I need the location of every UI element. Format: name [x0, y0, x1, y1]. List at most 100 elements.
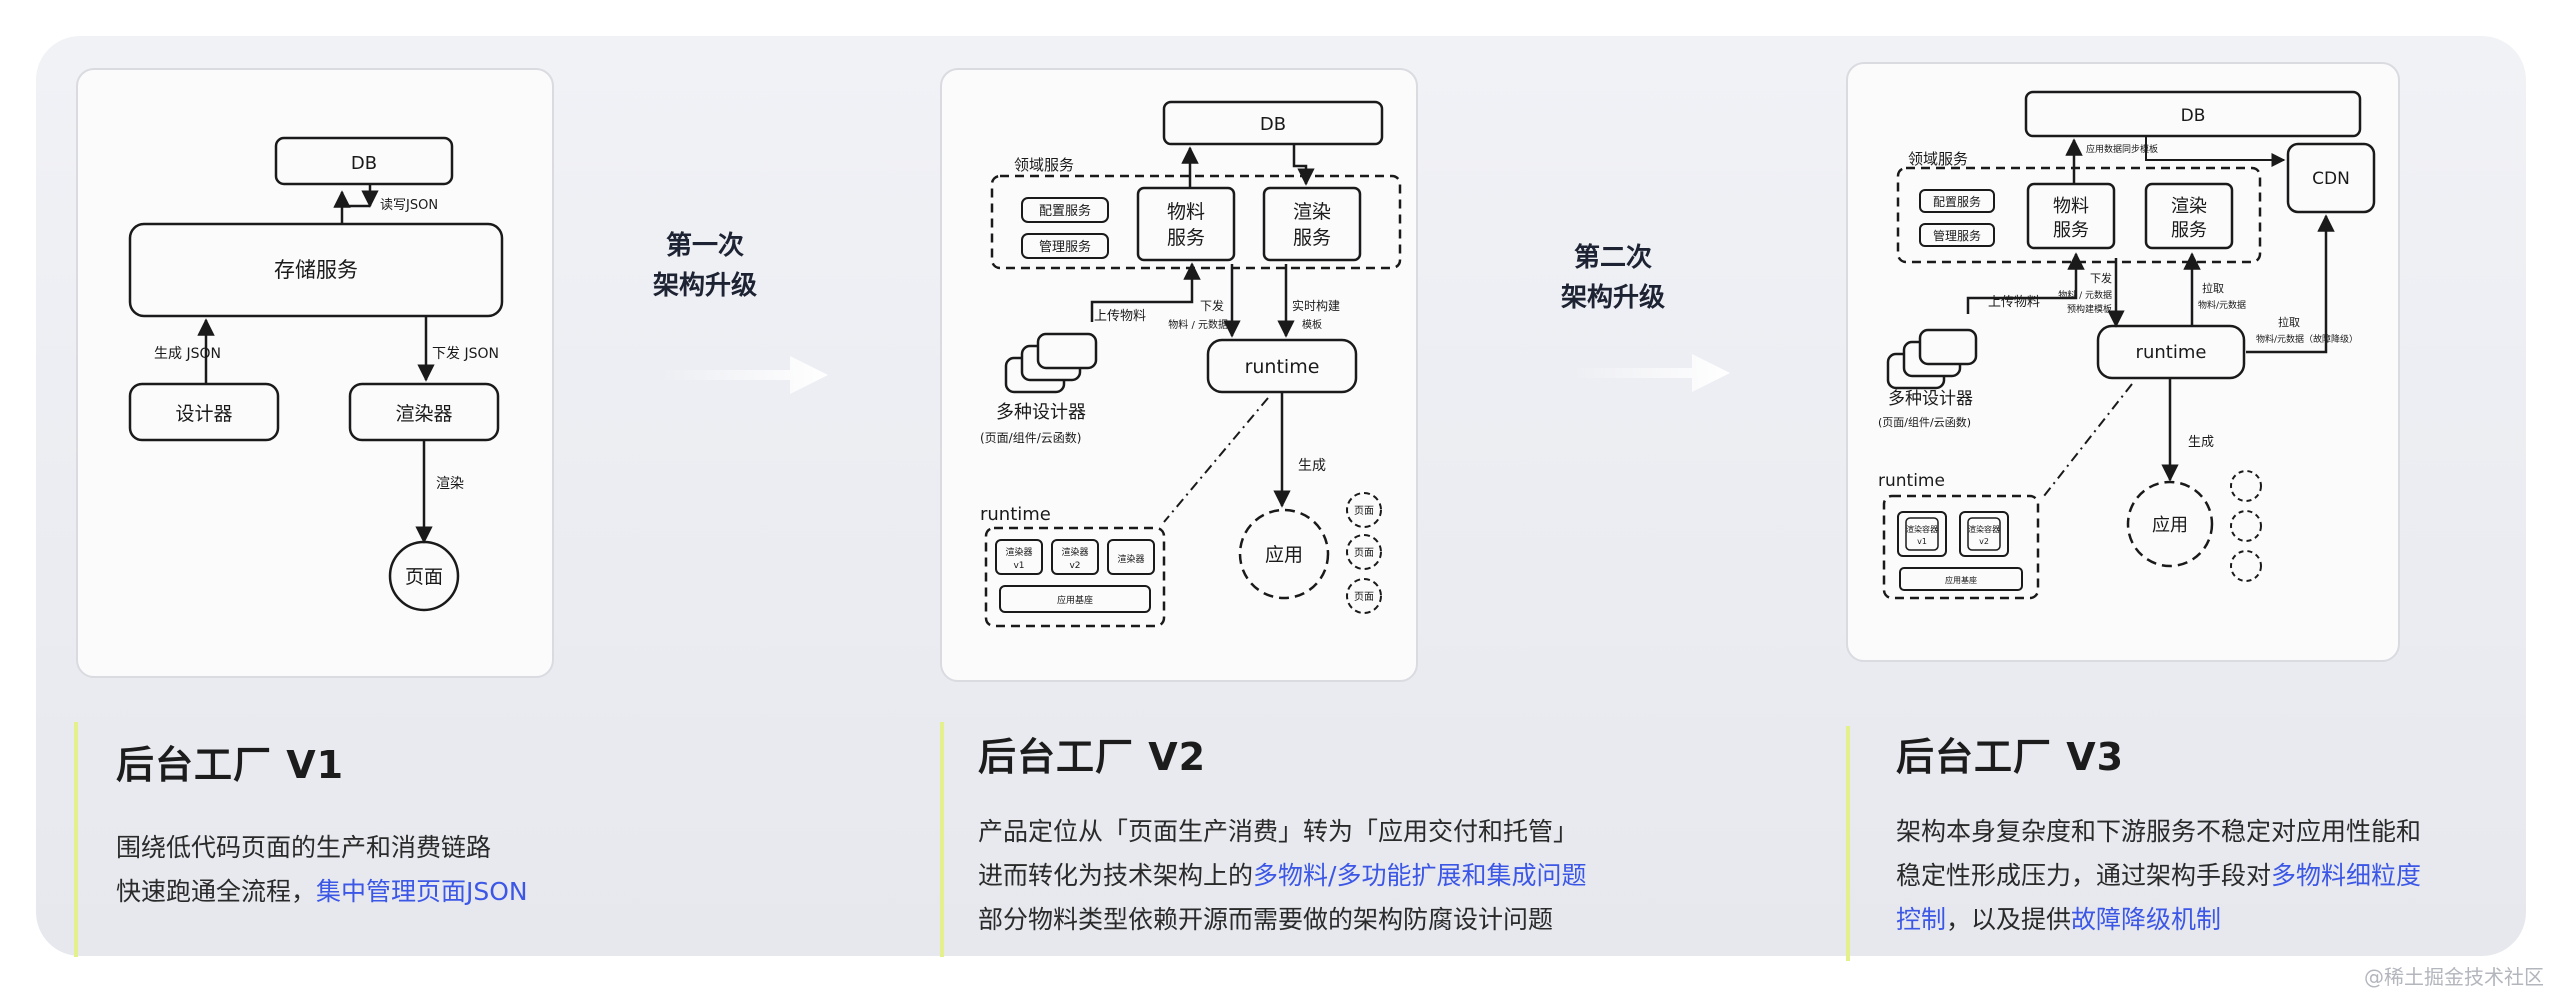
v2-app-base-label: 应用基座 — [1057, 594, 1093, 606]
v3-manage-service-label: 管理服务 — [1933, 228, 1981, 243]
v3-material-service-line1: 物料 — [2053, 196, 2089, 217]
v3-page-circle-3 — [2230, 550, 2262, 582]
v2-renderer-v1 — [995, 539, 1043, 575]
v3-cdn-label: CDN — [2312, 169, 2350, 189]
v3-upload-material-label: 上传物料 — [1988, 295, 2040, 310]
first-upgrade-arrow — [660, 356, 828, 394]
v3-domain-services-label: 领域服务 — [1908, 150, 1968, 168]
v2-db-box — [1162, 100, 1384, 146]
v1-desc-line2-text: 快速跑通全流程， — [116, 877, 317, 906]
v2-architecture-diagram: DB 领域服务 配置服务 管理服务 物料 服务 渲染 服务 上传物料 下发 物料… — [980, 100, 1402, 628]
v2-render-service-line1: 渲染 — [1293, 201, 1331, 223]
v3-runtime-box-label: runtime — [1878, 471, 1945, 491]
v3-page-circle-2 — [2230, 510, 2262, 542]
v2-accent-rule — [940, 722, 944, 957]
v3-sync-note: 应用数据同步模板 — [2086, 143, 2158, 155]
v2-designers-label: 多种设计器 — [996, 402, 1086, 423]
v2-page-circle-2 — [1346, 534, 1382, 570]
v2-page-circle-3 — [1346, 578, 1382, 614]
v3-pull-label: 拉取 — [2202, 281, 2224, 295]
v2-app-base-box — [999, 585, 1151, 613]
v3-desc-line2-text: 稳定性形成压力，通过架构手段对 — [1896, 861, 2272, 890]
v2-material-service-line1: 物料 — [1167, 201, 1205, 223]
v1-architecture-diagram: DB 读写JSON 存储服务 生成 JSON 下发 JSON 设计器 渲染器 渲… — [128, 136, 504, 612]
v3-title: 后台工厂 V3 — [1896, 735, 2125, 779]
v3-material-service-box — [2026, 182, 2116, 250]
v3-renderer-v2-version: v2 — [1979, 537, 1989, 546]
v3-dispatch-sub2: 预构建模板 — [2067, 303, 2112, 315]
v1-designer-box — [128, 382, 280, 442]
v3-accent-rule — [1846, 726, 1850, 961]
v1-render-label: 渲染 — [436, 476, 464, 492]
v1-page-label: 页面 — [405, 566, 443, 588]
v3-pull2-label: 拉取 — [2278, 315, 2300, 329]
v3-manage-service-box — [1919, 223, 1995, 247]
v3-renderer-v2 — [1959, 511, 2009, 557]
v1-desc-line2: 快速跑通全流程，集中管理页面JSON — [116, 870, 736, 914]
second-upgrade-line1: 第二次 — [1573, 243, 1652, 273]
v2-runtime-frame — [984, 526, 1166, 628]
v2-dispatch-sub-label: 物料 / 元数据 — [1168, 318, 1228, 331]
v3-app-base-box — [1899, 567, 2023, 591]
v3-pull2-sub-label: 物料/元数据（故障降级） — [2256, 333, 2358, 345]
first-upgrade-line2: 架构升级 — [652, 271, 757, 301]
watermark: @稀土掘金技术社区 — [2364, 965, 2544, 989]
second-upgrade-line2: 架构升级 — [1560, 283, 1665, 313]
v2-material-service-line2: 服务 — [1167, 227, 1205, 249]
v2-renderer-v3-label: 渲染器 — [1117, 553, 1144, 565]
v3-page-circle-1 — [2230, 470, 2262, 502]
v3-app-base-label: 应用基座 — [1945, 575, 1977, 585]
second-upgrade-label: 第二次 架构升级 — [1548, 238, 1678, 318]
v1-page-circle — [388, 540, 460, 612]
v2-db-label: DB — [1260, 114, 1286, 135]
v2-renderer-v1-label: 渲染器 — [1005, 546, 1032, 558]
v3-config-service-label: 配置服务 — [1933, 194, 1981, 209]
v2-designer-stack-3 — [1036, 332, 1098, 370]
v3-dispatch-sub1: 物料 / 元数据 — [2058, 289, 2112, 301]
v1-accent-rule — [74, 722, 78, 957]
v2-app-label: 应用 — [1265, 544, 1303, 566]
v3-diagram-card: DB 应用数据同步模板 CDN 领域服务 配置服务 管理服务 物料 服务 渲染 … — [1846, 62, 2400, 662]
v1-db-box — [274, 136, 454, 186]
v3-runtime-label: runtime — [2136, 342, 2207, 363]
v1-dispatch-json-label: 下发 JSON — [432, 346, 499, 362]
v1-title: 后台工厂 V1 — [116, 743, 345, 787]
v1-storage-service-box — [128, 222, 504, 318]
v3-runtime-frame — [1882, 494, 2040, 600]
v3-renderer-v1-version: v1 — [1917, 537, 1927, 546]
v2-material-service-box — [1136, 186, 1236, 262]
v2-runtime-label: runtime — [1245, 356, 1320, 378]
v2-renderer-v2-version: v2 — [1069, 561, 1080, 571]
v2-desc-line2: 进而转化为技术架构上的多物料/多功能扩展和集成问题 — [978, 854, 1778, 898]
v3-designer-stack-3 — [1918, 328, 1978, 366]
v3-renderer-v1 — [1897, 511, 1947, 557]
v2-realtime-build-sub-label: 模板 — [1302, 318, 1322, 331]
v3-dispatch-label: 下发 — [2090, 271, 2112, 285]
v2-render-service-line2: 服务 — [1293, 227, 1331, 249]
v2-upload-material-label: 上传物料 — [1094, 309, 1146, 324]
v1-gen-json-label: 生成 JSON — [154, 346, 221, 362]
v3-generate-label: 生成 — [2188, 435, 2214, 450]
v2-generate-label: 生成 — [1298, 458, 1326, 474]
v2-designers-sub-label: (页面/组件/云函数) — [980, 430, 1081, 445]
v3-desc-highlight-3: 故障降级机制 — [2071, 905, 2222, 934]
v3-designers-sub-label: (页面/组件/云函数) — [1878, 415, 1971, 429]
v3-desc-line1: 架构本身复杂度和下游服务不稳定对应用性能和 — [1896, 817, 2422, 846]
v2-page-circle-1 — [1346, 492, 1382, 528]
v3-pull-sub-label: 物料/元数据 — [2198, 299, 2246, 311]
v2-page-label-2: 页面 — [1354, 547, 1374, 559]
v2-desc-highlight: 多物料/多功能扩展和集成问题 — [1253, 861, 1587, 890]
v3-render-service-box — [2144, 182, 2234, 250]
v2-title: 后台工厂 V2 — [978, 735, 1207, 779]
v2-page-label-3: 页面 — [1354, 591, 1374, 603]
v3-description: 架构本身复杂度和下游服务不稳定对应用性能和 稳定性形成压力，通过架构手段对多物料… — [1896, 810, 2516, 942]
v2-domain-services-frame — [990, 174, 1402, 270]
first-upgrade-label: 第一次 架构升级 — [640, 226, 770, 306]
v3-db-label: DB — [2181, 106, 2206, 126]
v3-desc-highlight-2: 控制 — [1896, 905, 1947, 934]
v3-desc-highlight-1: 多物料细粒度 — [2271, 861, 2422, 890]
v2-renderer-v2 — [1051, 539, 1099, 575]
v2-config-service-label: 配置服务 — [1039, 203, 1091, 219]
v1-diagram-card: DB 读写JSON 存储服务 生成 JSON 下发 JSON 设计器 渲染器 渲… — [76, 68, 554, 678]
v2-description: 产品定位从「页面生产消费」转为「应用交付和托管」 进而转化为技术架构上的多物料/… — [978, 810, 1778, 942]
